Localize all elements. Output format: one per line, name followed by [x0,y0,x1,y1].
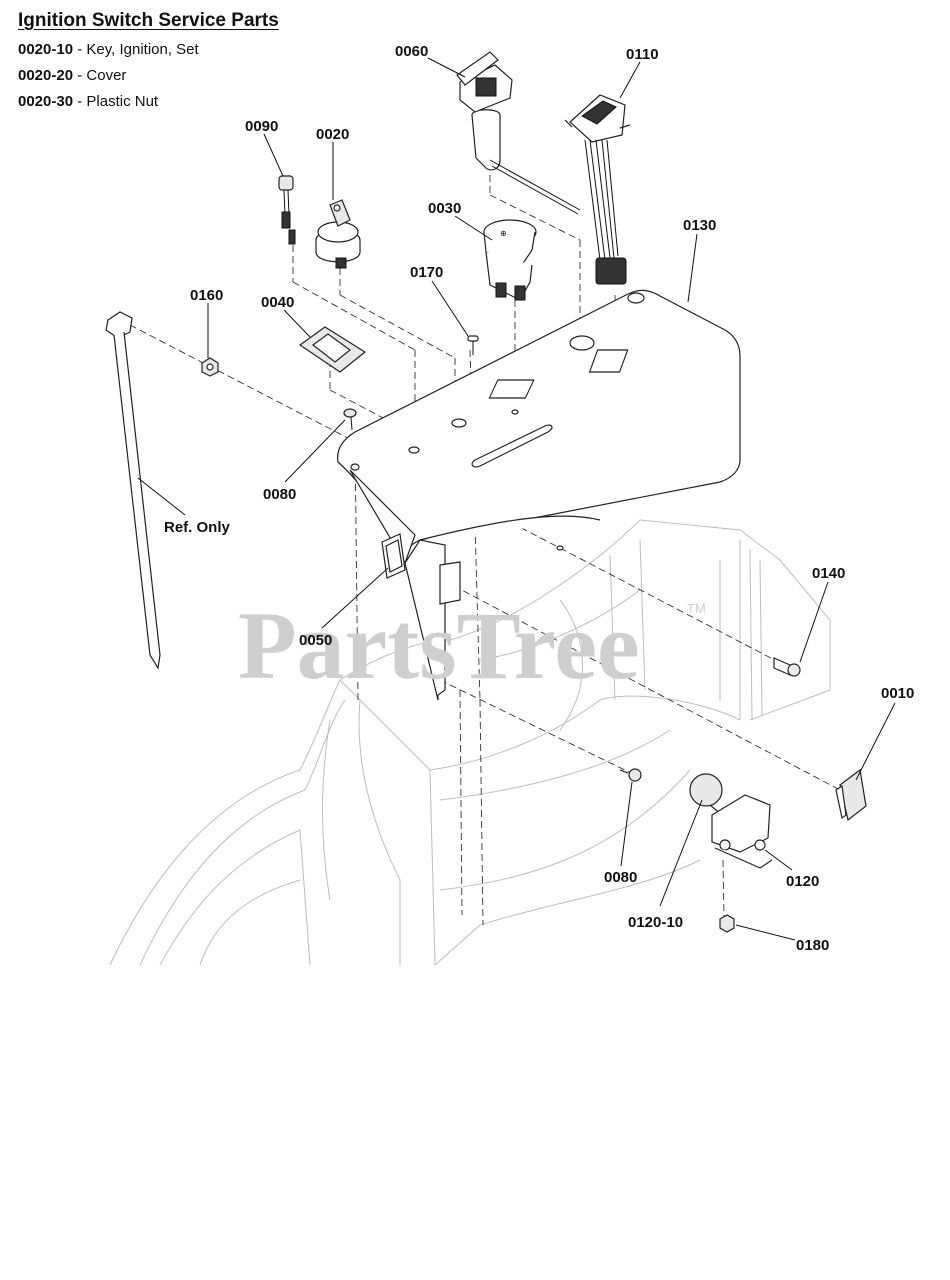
nut-0180 [719,914,735,933]
service-part-item: 0020-20 - Cover [18,66,199,92]
bezel-0040 [298,326,367,373]
callout-0110: 0110 [626,46,659,63]
service-part-code: 0020-30 [18,93,74,110]
service-part-description: Plastic Nut [86,93,159,110]
callout-0140: 0140 [812,565,845,582]
page-title: Ignition Switch Service Parts [18,10,279,31]
callout-0160: 0160 [190,287,223,304]
gasket-0050 [381,533,406,579]
callout-0080-lower: 0080 [604,869,637,886]
partstree-watermark: PartsTree TM [238,592,706,699]
callout-0060: 0060 [395,43,428,60]
callout-0020: 0020 [316,126,349,143]
service-parts-list: 0020-10 - Key, Ignition, Set 0020-20 - C… [18,40,199,118]
knob-cap-0010 [835,768,867,822]
callout-ref-only: Ref. Only [164,519,231,536]
watermark-text: PartsTree [238,592,640,699]
power-outlet-0060 [456,51,581,215]
screw-0080-lower [619,768,642,782]
service-part-code: 0020-20 [18,67,74,84]
service-part-item: 0020-30 - Plastic Nut [18,92,199,118]
callout-0040: 0040 [261,294,294,311]
callout-leader-lines [137,57,896,941]
machine-body-outline [109,519,831,966]
callout-0090: 0090 [245,118,278,135]
nut-0160 [201,357,219,377]
screw-0140 [773,657,801,677]
callout-0170: 0170 [410,264,443,281]
service-part-description: Cover [86,67,127,84]
screw-0080-upper [343,408,357,431]
svg-text:⊕: ⊕ [500,229,507,238]
cable-tie-ref [105,311,161,670]
pto-switch-0030: ⊕ [483,219,537,301]
service-part-separator: - [73,67,87,84]
callout-0080-upper: 0080 [263,486,296,503]
screw-0170 [467,335,479,355]
throttle-control-0120 [689,773,773,869]
callout-0130: 0130 [683,217,716,234]
callout-0010: 0010 [881,685,914,702]
callout-0120-10: 0120-10 [628,914,683,931]
service-part-description: Key, Ignition, Set [86,41,199,58]
watermark-tm: TM [687,601,706,616]
hour-meter-0110 [564,94,631,285]
callout-0050: 0050 [299,632,332,649]
callout-labels: 0060 0110 0090 0020 0030 0130 0170 0160 … [164,43,914,954]
service-part-item: 0020-10 - Key, Ignition, Set [18,40,199,66]
service-part-separator: - [73,41,87,58]
callout-0180: 0180 [796,937,829,954]
dash-panel-0130 [337,289,741,701]
service-part-separator: - [73,93,87,110]
indicator-bulb-0090 [278,175,296,245]
callout-0120: 0120 [786,873,819,890]
callout-0030: 0030 [428,200,461,217]
ignition-switch-0020 [315,199,361,269]
service-part-code: 0020-10 [18,41,74,58]
